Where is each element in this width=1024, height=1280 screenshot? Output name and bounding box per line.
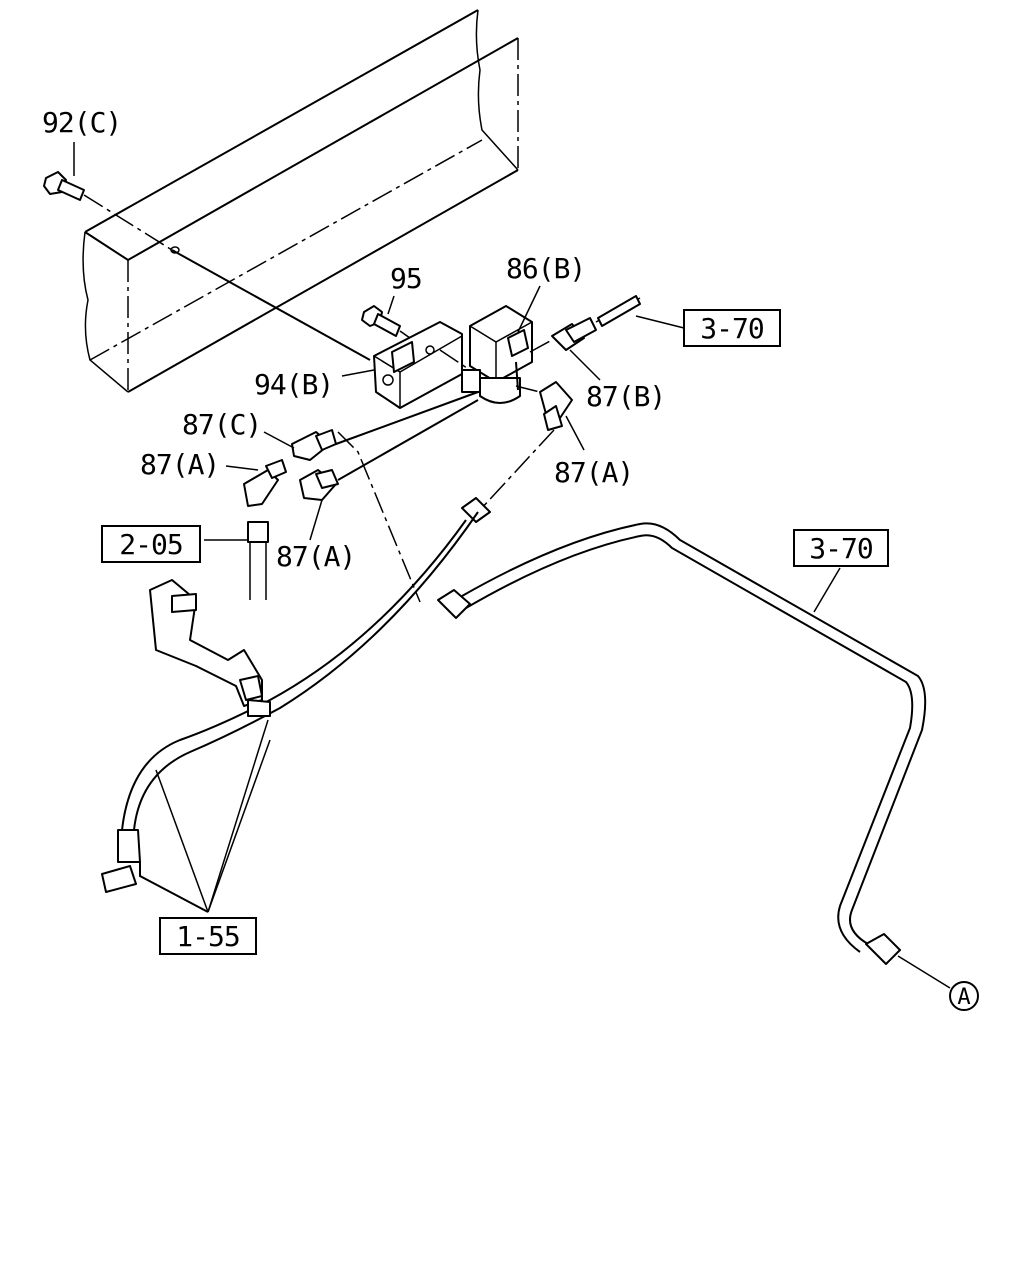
hose-205 (247, 521, 269, 600)
label-95: 95 (390, 262, 422, 295)
label-87a-right: 87(A) (554, 456, 633, 489)
ref-box-205-label: 2-05 (119, 528, 182, 561)
fitting-87c (291, 391, 479, 603)
brake-pipe-370 (437, 522, 951, 989)
elbow-87a-right (479, 381, 573, 511)
fitting-87a-mid (299, 399, 479, 501)
frame-rail (82, 9, 519, 393)
label-87a-mid: 87(A) (276, 540, 355, 573)
bolt-95 (361, 305, 411, 339)
ref-box-155-label: 1-55 (176, 920, 239, 953)
ref-box-205[interactable]: 2-05 (101, 525, 201, 563)
valve-86b (461, 305, 533, 404)
callout-a-letter: A (957, 985, 970, 1010)
fitting-87b (529, 295, 641, 353)
label-94b: 94(B) (254, 368, 333, 401)
label-86b: 86(B) (506, 252, 585, 285)
ref-box-370-top[interactable]: 3-70 (683, 309, 781, 347)
bolt-92c (43, 171, 371, 361)
label-87a-left: 87(A) (140, 448, 219, 481)
ref-box-370-right[interactable]: 3-70 (793, 529, 889, 567)
label-87b: 87(B) (586, 380, 665, 413)
ref-box-370-top-label: 3-70 (700, 312, 764, 345)
lower-bracket (149, 579, 271, 717)
fitting-87a-left (243, 459, 287, 507)
leader-lines (73, 142, 841, 913)
label-87c: 87(C) (182, 408, 261, 441)
ref-box-370-right-label: 3-70 (809, 532, 873, 565)
ref-box-155[interactable]: 1-55 (159, 917, 257, 955)
callout-a[interactable]: A (949, 981, 979, 1011)
bracket-94b (373, 321, 471, 409)
label-92c: 92(C) (42, 106, 121, 139)
